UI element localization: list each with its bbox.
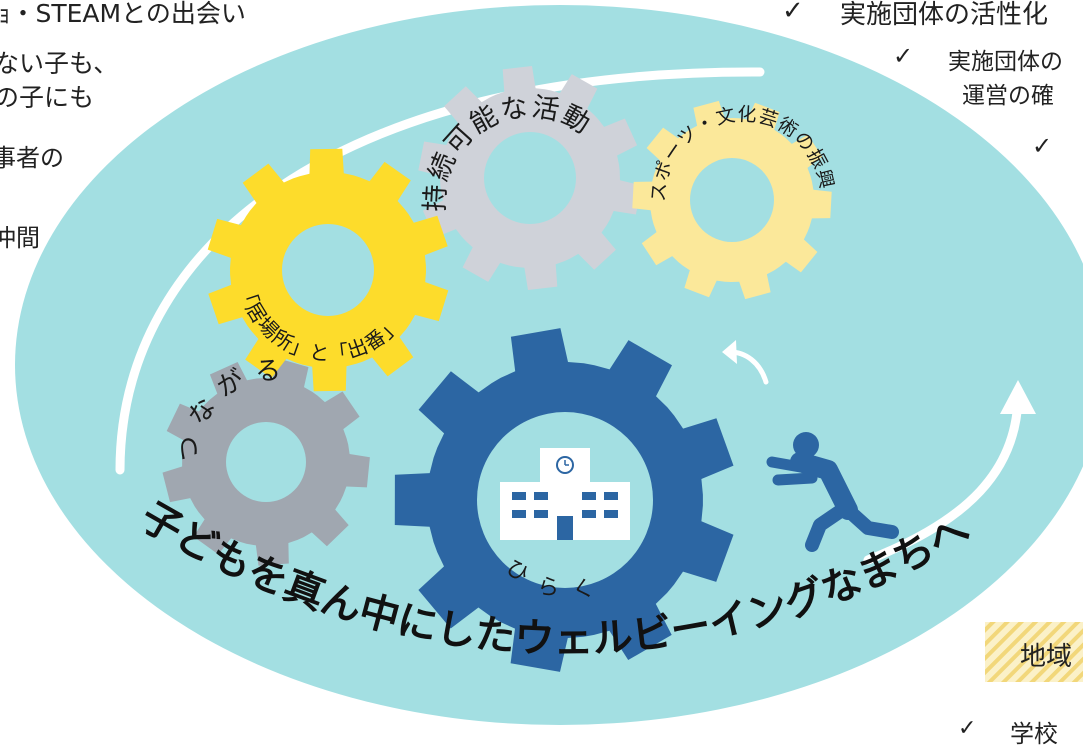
left-fragment-5: 仲間	[0, 224, 40, 252]
left-fragment-2: ない子も、	[0, 49, 119, 78]
gear-tsunagaru-hole	[226, 422, 306, 502]
right-fragment-2: 実施団体の	[948, 49, 1063, 75]
right-check-4: ✓	[958, 716, 977, 741]
area-label-box	[985, 622, 1083, 682]
school-label: 学校	[1010, 720, 1058, 748]
pushing-person-icon	[766, 432, 899, 552]
school-icon	[500, 448, 630, 540]
right-fragment-1: 実施団体の活性化	[840, 0, 1049, 30]
cycle-arrow-right	[863, 395, 1023, 565]
right-check-3: ✓	[1032, 132, 1053, 160]
gear-tsunagaru	[162, 358, 370, 566]
right-check-2: ✓	[893, 42, 914, 70]
right-fragment-3: 運営の確	[962, 83, 1054, 109]
gear-sports-culture	[632, 100, 832, 300]
gear-sustainable	[418, 66, 642, 290]
left-fragment-1: ｮ・STEAMとの出会い	[0, 0, 246, 28]
area-label: 地域	[1020, 642, 1073, 672]
left-fragment-4: 事者の	[0, 144, 64, 172]
left-fragment-3: の子にも	[0, 83, 95, 112]
right-check-1: ✓	[782, 0, 804, 26]
gear-ibasho-hole	[282, 224, 374, 316]
gear-ibasho	[207, 148, 449, 392]
gear-sports-culture-hole	[690, 158, 774, 242]
cycle-arrow-right-head	[1000, 380, 1036, 414]
gear-rotation-arrow-head	[722, 340, 737, 364]
gear-sustainable-hole	[484, 132, 576, 224]
